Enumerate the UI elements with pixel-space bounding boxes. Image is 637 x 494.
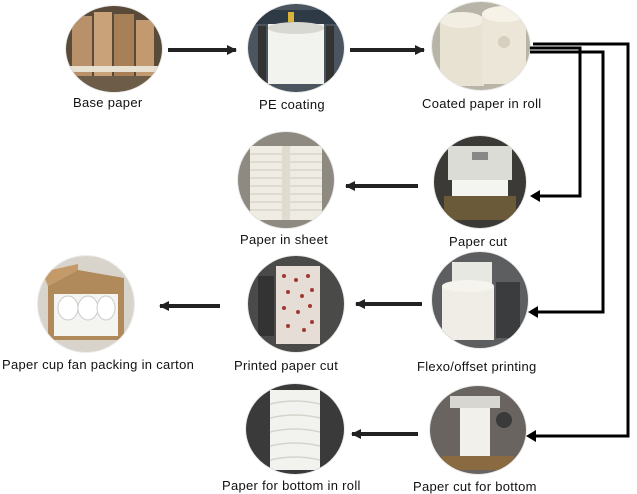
- step-label-base-paper: Base paper: [73, 95, 143, 110]
- stacked-paper-rolls-photo: [66, 6, 162, 92]
- coated-rolls-photo: [432, 2, 530, 90]
- bottom-paper-roll-photo: [246, 384, 344, 474]
- printed-paper-photo: [248, 256, 344, 352]
- arrow-into-paper-cut: [530, 190, 540, 202]
- step-label-flexo-printing: Flexo/offset printing: [417, 359, 537, 374]
- right-side-bus: [525, 42, 630, 438]
- printing-machine-photo: [432, 252, 528, 348]
- step-label-paper-in-sheet: Paper in sheet: [240, 232, 329, 247]
- arrow-into-flexo: [528, 306, 538, 318]
- coating-machine-photo: [248, 4, 344, 92]
- paper-sheet-stack-photo: [238, 132, 334, 228]
- step-label-carton-packing: Paper cup fan packing in carton: [2, 357, 195, 372]
- arrow-into-bottom-cut: [526, 430, 536, 442]
- bottom-cutting-machine-photo: [430, 386, 526, 474]
- step-label-pe-coating: PE coating: [259, 97, 325, 112]
- step-label-bottom-cut: Paper cut for bottom: [413, 479, 537, 494]
- step-label-printed-paper-cut: Printed paper cut: [234, 358, 339, 373]
- step-label-paper-cut: Paper cut: [449, 234, 508, 249]
- step-label-bottom-roll: Paper for bottom in roll: [222, 478, 361, 493]
- carton-box-photo: [38, 256, 134, 352]
- step-label-coated-paper-roll: Coated paper in roll: [422, 96, 542, 111]
- cutting-machine-photo: [434, 136, 526, 228]
